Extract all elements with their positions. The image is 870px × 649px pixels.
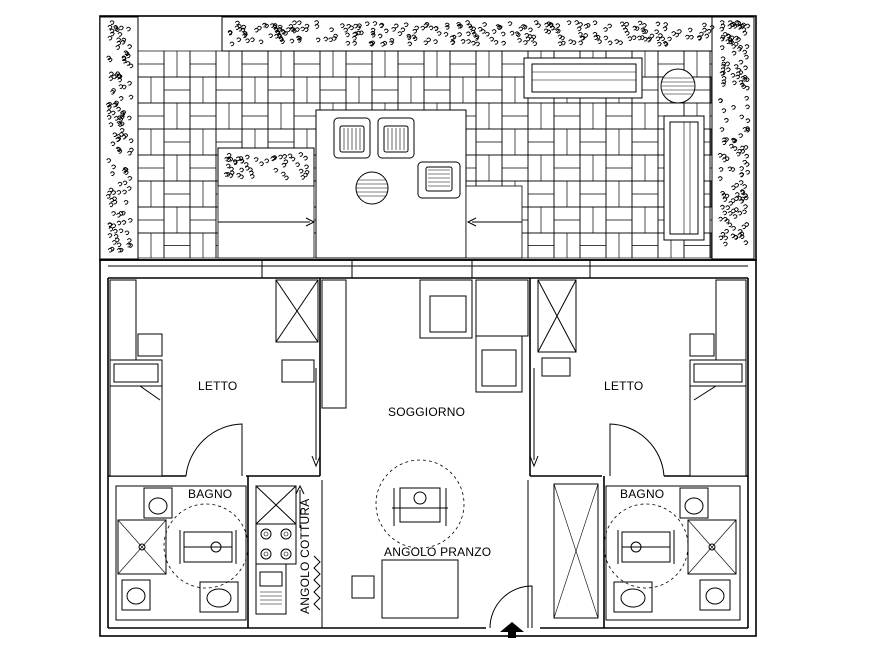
zigzag-marker bbox=[313, 555, 321, 611]
terrace-bench-top bbox=[523, 57, 643, 99]
bed-left bbox=[109, 359, 163, 477]
room-label-bagno-left: BAGNO bbox=[188, 487, 232, 501]
dining-table bbox=[381, 559, 459, 619]
dining-stool bbox=[351, 575, 375, 599]
planter-middle bbox=[217, 147, 315, 187]
bathroom-door-swing-right bbox=[609, 423, 665, 477]
terrace-bench-right bbox=[663, 115, 705, 241]
room-label-letto-left: LETTO bbox=[198, 379, 237, 393]
stove-icon bbox=[255, 523, 297, 565]
toilet-left-1 bbox=[143, 487, 173, 519]
toilet-right-1 bbox=[679, 487, 709, 519]
dining-corner: ANGOLO PRANZO bbox=[351, 459, 533, 638]
planter-shrubs bbox=[105, 20, 751, 253]
kitchenette: ANGOLO COTTURA bbox=[255, 484, 321, 615]
living-cabinet bbox=[475, 279, 529, 337]
wheelchair-left bbox=[163, 503, 249, 589]
wardrobe-left bbox=[109, 279, 137, 361]
toilet-left-2 bbox=[121, 579, 151, 611]
room-label-soggiorno: SOGGIORNO bbox=[388, 405, 465, 419]
patio-armchair-1 bbox=[333, 117, 371, 159]
sink-left bbox=[199, 581, 239, 613]
bedroom-left: LETTO bbox=[109, 279, 347, 477]
shower-right bbox=[687, 519, 737, 575]
bed-right bbox=[689, 359, 747, 477]
bedroom-right: LETTO bbox=[529, 279, 747, 477]
entrance-door-swing bbox=[489, 585, 533, 629]
kitchen-upper-unit bbox=[255, 485, 297, 525]
shower-left bbox=[117, 519, 167, 575]
toilet-right-2 bbox=[699, 579, 731, 611]
apartment-walls bbox=[99, 259, 757, 637]
sliding-panel-left bbox=[321, 279, 347, 409]
nightstand-right bbox=[689, 333, 715, 357]
wheelchair-right bbox=[603, 503, 689, 589]
terrace-round-table bbox=[660, 68, 696, 104]
patio-armchair-2 bbox=[377, 117, 415, 159]
bathroom-door-swing-left bbox=[185, 423, 243, 477]
living-room: SOGGIORNO bbox=[388, 279, 529, 419]
room-label-angolo-pranzo: ANGOLO PRANZO bbox=[384, 545, 491, 559]
planter-top bbox=[221, 16, 755, 52]
patio-round-table bbox=[355, 171, 389, 205]
nightstand-left bbox=[137, 333, 163, 357]
cabinet-left bbox=[275, 279, 319, 383]
room-label-bagno-right: BAGNO bbox=[620, 487, 664, 501]
bathroom-left: BAGNO bbox=[115, 485, 249, 621]
living-armchair-1 bbox=[419, 279, 473, 339]
sink-right bbox=[613, 581, 653, 613]
patio-armchair-3 bbox=[417, 161, 461, 199]
wardrobe-right bbox=[715, 279, 747, 361]
cabinet-right bbox=[537, 279, 577, 377]
bathroom-right: BAGNO bbox=[553, 483, 741, 621]
living-armchair-2 bbox=[475, 335, 523, 393]
entrance-arrow-icon bbox=[500, 622, 524, 638]
oven-icon bbox=[255, 563, 287, 615]
room-label-angolo-cottura: ANGOLO COTTURA bbox=[298, 499, 312, 614]
room-label-letto-right: LETTO bbox=[604, 379, 643, 393]
wheelchair-turning-circle-icon bbox=[375, 459, 465, 549]
terrace bbox=[99, 15, 757, 261]
